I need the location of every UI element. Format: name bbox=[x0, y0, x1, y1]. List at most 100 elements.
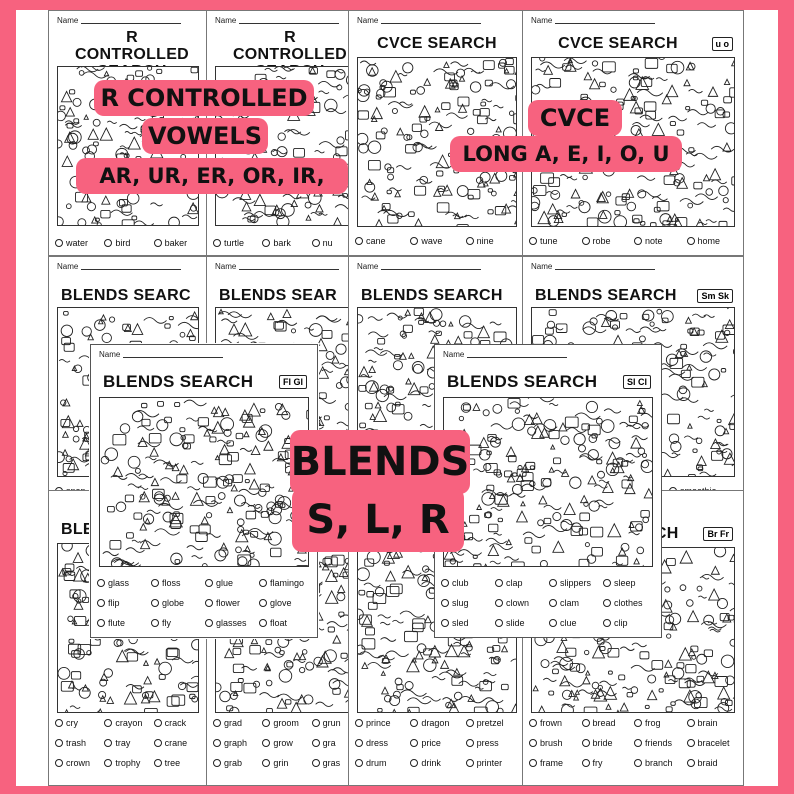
circle-checkbox-icon[interactable] bbox=[213, 739, 221, 747]
word-item[interactable]: drum bbox=[355, 758, 410, 768]
circle-checkbox-icon[interactable] bbox=[465, 739, 474, 747]
word-item[interactable]: braid bbox=[686, 758, 740, 768]
circle-checkbox-icon[interactable] bbox=[97, 619, 105, 627]
word-item[interactable]: brush bbox=[529, 738, 582, 748]
circle-checkbox-icon[interactable] bbox=[686, 739, 695, 747]
circle-checkbox-icon[interactable] bbox=[410, 719, 419, 727]
word-item[interactable]: sled bbox=[441, 618, 495, 628]
circle-checkbox-icon[interactable] bbox=[634, 237, 642, 245]
word-item[interactable]: frog bbox=[634, 718, 687, 728]
word-item[interactable]: glove bbox=[259, 598, 313, 608]
word-item[interactable]: gra bbox=[311, 738, 361, 748]
circle-checkbox-icon[interactable] bbox=[104, 759, 113, 767]
circle-checkbox-icon[interactable] bbox=[465, 759, 474, 767]
circle-checkbox-icon[interactable] bbox=[634, 719, 642, 727]
circle-checkbox-icon[interactable] bbox=[581, 759, 590, 767]
circle-checkbox-icon[interactable] bbox=[262, 739, 271, 747]
circle-checkbox-icon[interactable] bbox=[495, 579, 503, 587]
word-item[interactable]: dress bbox=[355, 738, 410, 748]
circle-checkbox-icon[interactable] bbox=[355, 759, 363, 767]
word-item[interactable]: flamingo bbox=[259, 578, 313, 588]
circle-checkbox-icon[interactable] bbox=[355, 739, 363, 747]
circle-checkbox-icon[interactable] bbox=[153, 719, 162, 727]
circle-checkbox-icon[interactable] bbox=[153, 239, 162, 247]
circle-checkbox-icon[interactable] bbox=[686, 237, 695, 245]
word-item[interactable]: cry bbox=[55, 718, 104, 728]
circle-checkbox-icon[interactable] bbox=[603, 579, 611, 587]
circle-checkbox-icon[interactable] bbox=[55, 759, 63, 767]
word-item[interactable]: robe bbox=[581, 236, 635, 246]
circle-checkbox-icon[interactable] bbox=[465, 719, 474, 727]
circle-checkbox-icon[interactable] bbox=[97, 599, 105, 607]
word-item[interactable]: prince bbox=[355, 718, 410, 728]
word-item[interactable]: dragon bbox=[410, 718, 465, 728]
circle-checkbox-icon[interactable] bbox=[151, 599, 159, 607]
circle-checkbox-icon[interactable] bbox=[495, 619, 503, 627]
circle-checkbox-icon[interactable] bbox=[549, 579, 557, 587]
circle-checkbox-icon[interactable] bbox=[153, 759, 162, 767]
word-item[interactable]: drink bbox=[410, 758, 465, 768]
circle-checkbox-icon[interactable] bbox=[529, 739, 537, 747]
circle-checkbox-icon[interactable] bbox=[634, 759, 642, 767]
word-item[interactable]: branch bbox=[634, 758, 687, 768]
circle-checkbox-icon[interactable] bbox=[55, 239, 63, 247]
circle-checkbox-icon[interactable] bbox=[151, 579, 159, 587]
word-item[interactable]: clue bbox=[549, 618, 603, 628]
word-item[interactable]: bride bbox=[581, 738, 635, 748]
word-item[interactable]: gras bbox=[311, 758, 361, 768]
word-item[interactable]: printer bbox=[465, 758, 521, 768]
word-item[interactable]: note bbox=[634, 236, 687, 246]
circle-checkbox-icon[interactable] bbox=[581, 739, 590, 747]
circle-checkbox-icon[interactable] bbox=[581, 237, 590, 245]
circle-checkbox-icon[interactable] bbox=[262, 239, 271, 247]
circle-checkbox-icon[interactable] bbox=[104, 739, 113, 747]
circle-checkbox-icon[interactable] bbox=[581, 719, 590, 727]
word-item[interactable]: slippers bbox=[549, 578, 603, 588]
word-item[interactable]: floss bbox=[151, 578, 205, 588]
circle-checkbox-icon[interactable] bbox=[529, 759, 537, 767]
circle-checkbox-icon[interactable] bbox=[262, 759, 271, 767]
word-item[interactable]: tray bbox=[104, 738, 153, 748]
word-item[interactable]: grow bbox=[262, 738, 311, 748]
word-item[interactable]: crown bbox=[55, 758, 104, 768]
word-item[interactable]: trophy bbox=[104, 758, 153, 768]
circle-checkbox-icon[interactable] bbox=[634, 739, 642, 747]
circle-checkbox-icon[interactable] bbox=[311, 759, 320, 767]
word-item[interactable]: press bbox=[465, 738, 521, 748]
circle-checkbox-icon[interactable] bbox=[259, 619, 267, 627]
word-item[interactable]: glass bbox=[97, 578, 151, 588]
circle-checkbox-icon[interactable] bbox=[355, 719, 363, 727]
word-item[interactable]: fly bbox=[151, 618, 205, 628]
circle-checkbox-icon[interactable] bbox=[55, 739, 63, 747]
circle-checkbox-icon[interactable] bbox=[465, 237, 474, 245]
word-item[interactable]: grin bbox=[262, 758, 311, 768]
word-item[interactable]: trash bbox=[55, 738, 104, 748]
circle-checkbox-icon[interactable] bbox=[55, 719, 63, 727]
word-item[interactable]: cane bbox=[355, 236, 410, 246]
word-item[interactable]: baker bbox=[153, 238, 203, 248]
word-item[interactable]: pretzel bbox=[465, 718, 521, 728]
word-item[interactable]: price bbox=[410, 738, 465, 748]
word-item[interactable]: tune bbox=[529, 236, 582, 246]
circle-checkbox-icon[interactable] bbox=[603, 599, 611, 607]
circle-checkbox-icon[interactable] bbox=[151, 619, 159, 627]
circle-checkbox-icon[interactable] bbox=[410, 739, 419, 747]
word-item[interactable]: wave bbox=[410, 236, 465, 246]
word-item[interactable]: slide bbox=[495, 618, 549, 628]
circle-checkbox-icon[interactable] bbox=[259, 599, 267, 607]
circle-checkbox-icon[interactable] bbox=[104, 239, 113, 247]
word-item[interactable]: home bbox=[686, 236, 740, 246]
word-item[interactable]: glasses bbox=[205, 618, 259, 628]
circle-checkbox-icon[interactable] bbox=[213, 759, 221, 767]
circle-checkbox-icon[interactable] bbox=[441, 599, 449, 607]
word-item[interactable]: grab bbox=[213, 758, 262, 768]
circle-checkbox-icon[interactable] bbox=[205, 619, 213, 627]
word-item[interactable]: glue bbox=[205, 578, 259, 588]
circle-checkbox-icon[interactable] bbox=[549, 599, 557, 607]
circle-checkbox-icon[interactable] bbox=[686, 759, 695, 767]
word-item[interactable]: bark bbox=[262, 238, 311, 248]
word-item[interactable]: frown bbox=[529, 718, 582, 728]
word-item[interactable]: clothes bbox=[603, 598, 657, 608]
word-item[interactable]: nine bbox=[465, 236, 521, 246]
word-item[interactable]: nu bbox=[311, 238, 361, 248]
